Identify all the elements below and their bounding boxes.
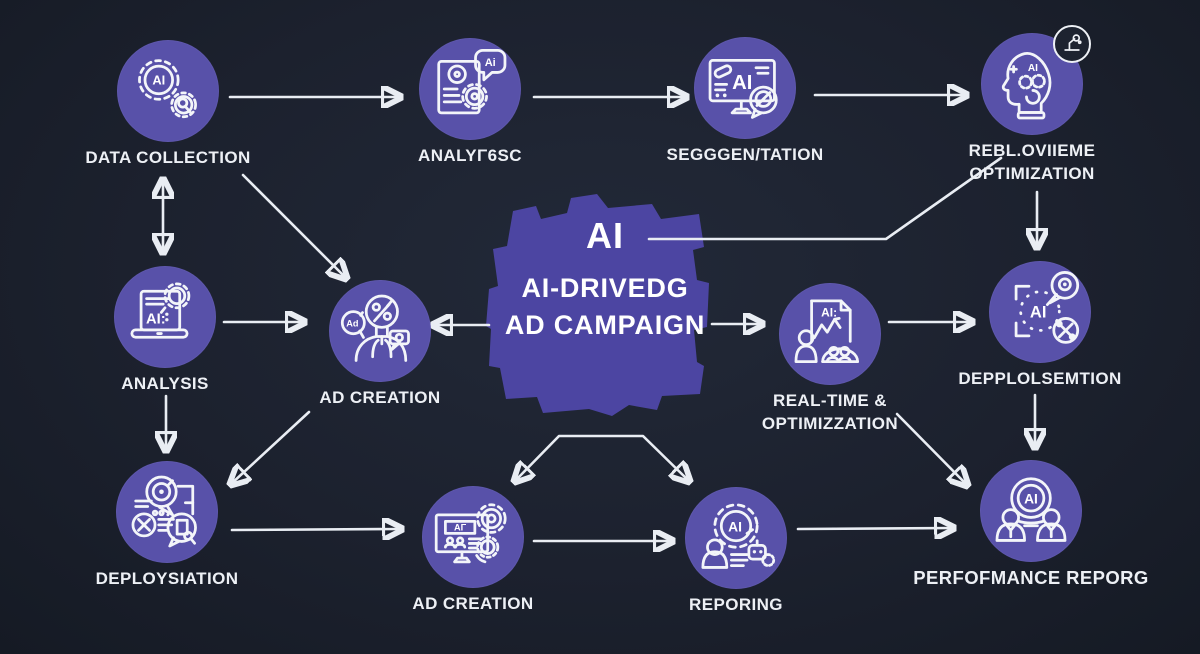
- node-circle: AI: [117, 40, 219, 142]
- node-circle: AI:: [779, 283, 881, 385]
- ai-target-tools-icon: AI: [1014, 271, 1080, 344]
- crossed-tools-icon: [1052, 317, 1080, 344]
- node-ad-creation-mid: Ad AD CREATION: [319, 280, 440, 407]
- robot-head-icon: [747, 539, 776, 567]
- laptop-ai-gear-icon: AI:: [130, 282, 191, 339]
- monitor-gears-icon: AΓ: [434, 503, 507, 564]
- node-circle: [116, 461, 218, 563]
- node-label: PERFOFMANCE REPORG: [913, 567, 1149, 588]
- node-data-collection: AI DATA COLLECTION: [85, 40, 250, 167]
- desk-lamp-badge-icon: [1053, 25, 1091, 63]
- node-circle: AΓ: [422, 486, 524, 588]
- node-label-line1: REAL-TIME &: [773, 391, 887, 410]
- svg-text:AI: AI: [728, 520, 742, 535]
- node-circle: AI: [685, 487, 787, 589]
- node-realtime-optimization-mid: AI: REAL-TIME & OPTIMIZZATION: [762, 283, 898, 433]
- arrow-reporting-to-performance: [796, 528, 953, 529]
- center-title-line1: AI-DRIVEDG: [521, 273, 689, 303]
- svg-text:Ai: Ai: [485, 57, 496, 69]
- node-circle: Ai: [419, 38, 521, 140]
- node-reporting: AI REPORING: [685, 487, 787, 614]
- ai-head-gears-icon: AI: [1001, 52, 1052, 120]
- node-label: DEPLOYSIATION: [95, 569, 239, 588]
- x-circle-icon: [131, 512, 157, 538]
- arrow-center-to-bottom-row-split: [515, 434, 689, 481]
- node-label: ANALYΓ6SC: [418, 146, 522, 165]
- ai-gears-magnifier-icon: AI: [138, 59, 197, 119]
- node-label: SEGGGEN/TATION: [666, 145, 824, 164]
- svg-text:AI: AI: [1030, 303, 1047, 322]
- node-label-line1: REBL.OVIIEME: [968, 141, 1096, 160]
- svg-text:AI:: AI:: [821, 306, 837, 320]
- svg-text:AI: AI: [1028, 63, 1038, 74]
- checklist-bubbles-icon: [131, 475, 197, 548]
- gear-ai-team-icon: AI: [701, 503, 776, 569]
- node-circle: AI:: [114, 266, 216, 368]
- node-performance-report: AI PERFOFMANCE REPORG: [913, 460, 1148, 588]
- node-segmentation: AI SEGGGEN/TATION: [666, 37, 823, 164]
- ad-speech-bubble-icon: Ad: [340, 310, 366, 339]
- document-magnifier-bubble-icon: [166, 512, 197, 548]
- eye-bubble-icon: [1048, 271, 1080, 305]
- node-circle: AI: [989, 261, 1091, 363]
- ai-document-people-icon: AI:: [794, 299, 859, 363]
- svg-text:AI: AI: [1024, 492, 1038, 507]
- person-right-icon: [1036, 508, 1067, 542]
- target-bubble-icon: [145, 475, 178, 517]
- node-circle: AI: [980, 460, 1082, 562]
- line-center-ai-to-realtime-top: [647, 156, 1003, 241]
- ai-speech-bubble-icon: Ai: [474, 48, 507, 82]
- arrow-data-collection-to-ad-creation: [241, 173, 346, 278]
- arrow-deployment-bottom-to-ad-creation-bottom: [230, 529, 401, 530]
- target-bubble-icon: [749, 85, 778, 119]
- svg-text:AΓ: AΓ: [454, 523, 467, 533]
- person-left-icon: [995, 508, 1026, 542]
- monitor-ai-bubble-icon: AI: [708, 59, 778, 119]
- center-title-block: AI AI-DRIVEDG AD CAMPAIGN: [498, 216, 712, 344]
- person-idea-bubbles-icon: Ad: [340, 294, 410, 362]
- svg-text:AI: AI: [732, 72, 752, 94]
- node-label: REAL-TIME & OPTIMIZZATION: [762, 389, 898, 435]
- svg-text:AI: AI: [152, 73, 165, 88]
- center-ai-badge: AI: [586, 215, 624, 256]
- node-label: ANALYSIS: [121, 374, 209, 393]
- center-title-line2: AD CAMPAIGN: [504, 310, 706, 340]
- node-label: REBL.OVIIEME OPTIMIZATION: [969, 139, 1096, 185]
- node-analysis: AI: ANALYSIS: [114, 266, 216, 393]
- node-realtime-optimization-top: AI REBL.OVIIEME OPTIMIZATION: [969, 25, 1095, 183]
- node-label-line2: OPTIMIZZATION: [761, 414, 899, 433]
- node-label: REPORING: [689, 595, 783, 614]
- ai-circle-people-icon: AI: [995, 477, 1067, 542]
- node-circle: AI: [694, 37, 796, 139]
- svg-text:Ad: Ad: [346, 318, 358, 328]
- audience-dome-icon: [821, 345, 859, 363]
- node-label: AD CREATION: [412, 594, 534, 613]
- analytics-board-gear-icon: Ai: [437, 48, 507, 115]
- node-circle: Ad: [329, 280, 431, 382]
- node-label: AD CREATION: [319, 388, 441, 407]
- svg-text:AI:: AI:: [146, 311, 166, 327]
- node-deployment-bottom: DEPLOYSIATION: [96, 461, 238, 588]
- node-analytics: Ai ANALYΓ6SC: [418, 38, 522, 165]
- chat-bubble-icon: [388, 329, 410, 351]
- node-ad-creation-bottom: AΓ AD CREATION: [412, 486, 533, 613]
- node-deployment-mid: AI DEPPLOLSEMTION: [958, 261, 1121, 388]
- arrow-ad-creation-to-deployment-bottom: [231, 410, 311, 484]
- node-label: DATA COLLECTION: [85, 148, 251, 167]
- arrow-realtime-mid-to-performance: [895, 412, 967, 485]
- node-label: DEPPLOLSEMTION: [958, 369, 1122, 388]
- node-label-line2: OPTIMIZATION: [969, 164, 1095, 183]
